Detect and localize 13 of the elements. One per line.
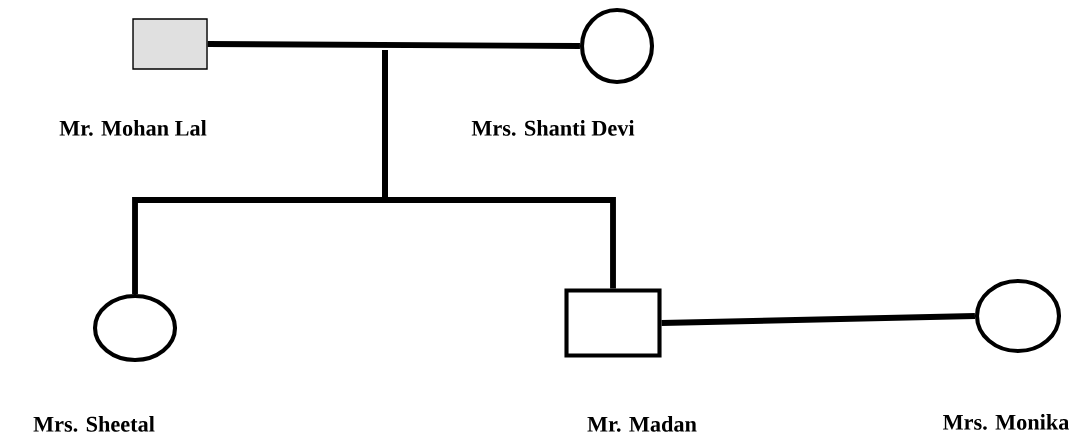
square-symbol	[564, 288, 662, 358]
name-label: Mrs. Shanti Devi	[471, 120, 635, 136]
circle-symbol	[92, 293, 178, 363]
circle-symbol	[974, 278, 1062, 354]
name-label: Mrs. Monika	[943, 414, 1069, 430]
connector-line	[382, 50, 616, 289]
circle-symbol	[579, 7, 655, 85]
connector-line	[661, 313, 975, 326]
square-symbol	[132, 18, 208, 70]
name-label: Mr. Mohan Lal	[59, 120, 207, 136]
name-label: Mrs. Sheetal	[33, 416, 155, 432]
name-label: Mr. Madan	[587, 416, 697, 432]
connector-line	[207, 41, 580, 49]
